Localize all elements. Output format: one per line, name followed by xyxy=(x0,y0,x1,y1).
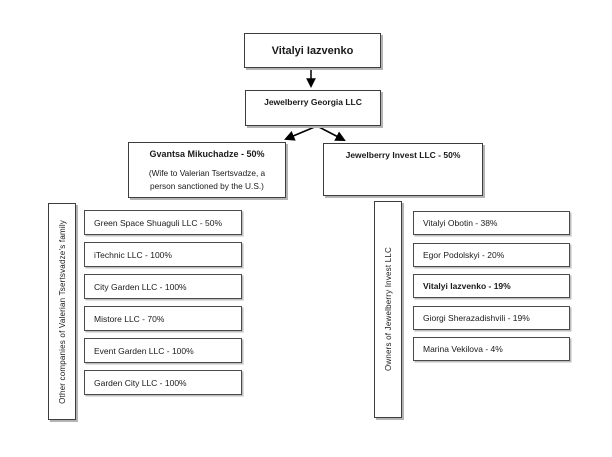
list-item-label: Mistore LLC - 70% xyxy=(94,313,165,324)
list-item: Green Space Shuaguli LLC - 50% xyxy=(84,210,242,235)
left-group-side-label-box: Other companies of Valerian Tsertsvadze’… xyxy=(48,203,76,420)
list-item: Garden City LLC - 100% xyxy=(84,370,242,395)
list-item: Egor Podolskyi - 20% xyxy=(413,242,570,267)
list-item-label: Egor Podolskyi - 20% xyxy=(423,249,505,260)
arrow-georgia-to-invest xyxy=(316,125,346,141)
left-group-side-label: Other companies of Valerian Tsertsvadze’… xyxy=(57,219,67,404)
list-item: iTechnic LLC - 100% xyxy=(84,242,242,267)
list-item: Mistore LLC - 70% xyxy=(84,306,242,331)
list-item: Giorgi Sherazadishvili - 19% xyxy=(413,305,570,330)
list-item-label: Garden City LLC - 100% xyxy=(94,377,187,388)
owners-list: Vitalyi Obotin - 38% Egor Podolskyi - 20… xyxy=(413,211,570,361)
right-group-side-label: Owners of Jewelberry Invest LLC xyxy=(383,247,393,372)
node-gvantsa-mikuchadze: Gvantsa Mikuchadze - 50% (Wife to Valeri… xyxy=(128,142,286,198)
list-item-label: Vitalyi Iazvenko - 19% xyxy=(423,281,511,291)
list-item-label: Green Space Shuaguli LLC - 50% xyxy=(94,217,223,228)
list-item-label: Vitalyi Obotin - 38% xyxy=(423,218,498,228)
node-gvantsa-note-line2: person sanctioned by the U.S.) xyxy=(150,180,264,191)
list-item: Marina Vekilova - 4% xyxy=(413,337,570,361)
list-item-label: Event Garden LLC - 100% xyxy=(94,345,194,356)
list-item: Event Garden LLC - 100% xyxy=(84,338,242,363)
list-item: Vitalyi Obotin - 38% xyxy=(413,211,570,235)
node-jewelberry-invest: Jewelberry Invest LLC - 50% xyxy=(323,143,483,196)
list-item-label: iTechnic LLC - 100% xyxy=(94,249,172,260)
node-jewelberry-georgia-label: Jewelberry Georgia LLC xyxy=(264,97,362,107)
list-item: Vitalyi Iazvenko - 19% xyxy=(413,274,570,298)
left-company-list: Green Space Shuaguli LLC - 50% iTechnic … xyxy=(84,210,242,395)
list-item: City Garden LLC - 100% xyxy=(84,274,242,299)
node-vitalyi-iazvenko-label: Vitalyi Iazvenko xyxy=(271,44,354,57)
node-jewelberry-georgia: Jewelberry Georgia LLC xyxy=(245,90,381,126)
right-group-side-label-box: Owners of Jewelberry Invest LLC xyxy=(374,201,402,418)
node-vitalyi-iazvenko: Vitalyi Iazvenko xyxy=(244,33,381,68)
list-item-label: Giorgi Sherazadishvili - 19% xyxy=(423,312,530,323)
node-gvantsa-note-line1: (Wife to Valerian Tsertsvadze, a xyxy=(148,168,266,178)
list-item-label: Marina Vekilova - 4% xyxy=(423,344,503,354)
list-item-label: City Garden LLC - 100% xyxy=(94,281,187,292)
node-jewelberry-invest-label: Jewelberry Invest LLC - 50% xyxy=(345,150,461,160)
arrow-georgia-to-gvantsa xyxy=(284,125,318,141)
node-gvantsa-title: Gvantsa Mikuchadze - 50% xyxy=(149,149,265,159)
